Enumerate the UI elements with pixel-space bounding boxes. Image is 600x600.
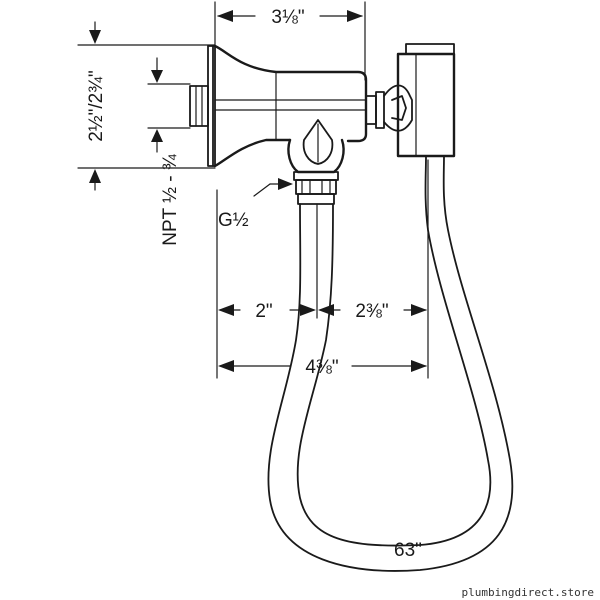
shower-hose: 63"	[267, 155, 514, 572]
dimension-bottom-spans: 2" 2⅜" 4⅜"	[216, 159, 429, 379]
dimension-label-left-span: 2"	[255, 301, 272, 322]
handle-holder	[383, 43, 456, 158]
dimension-label-right-span: 2⅜"	[355, 301, 388, 322]
dimension-label-total-span: 4⅜"	[305, 357, 338, 378]
hose-length-label: 63"	[394, 540, 422, 561]
dimension-height: 2½"/2¾"	[77, 21, 216, 191]
dimension-label-height: 2½"/2¾"	[86, 70, 107, 142]
dimension-top-width: 3⅛"	[214, 1, 366, 81]
thread-label: G½	[218, 210, 249, 231]
watermark: plumbingdirect.store	[462, 586, 594, 599]
dimension-npt: NPT ½ - ¾	[147, 57, 191, 246]
dimension-label-top-width: 3⅛"	[271, 7, 304, 28]
thread-callout: G½	[218, 178, 293, 231]
dimension-label-npt: NPT ½ - ¾	[160, 153, 181, 246]
outlet-elbow	[287, 119, 345, 205]
valve-body	[189, 44, 385, 168]
